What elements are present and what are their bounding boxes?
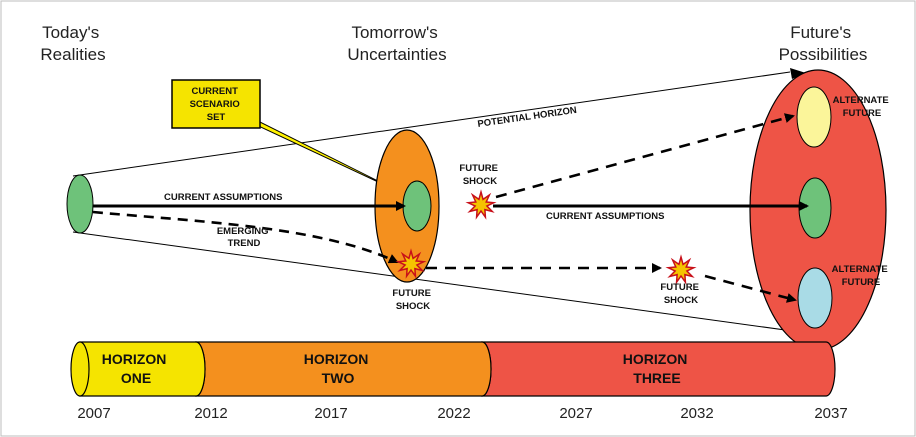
future-shock-burst-top <box>465 189 497 220</box>
future-shock-burst-right <box>665 254 697 285</box>
shock-to-alternate-bottom-arrow <box>704 274 797 303</box>
current-future-ellipse <box>798 177 832 239</box>
heading-tomorrow: Tomorrow's Uncertainties <box>347 23 446 64</box>
potential-horizon-label: POTENTIAL HORIZON <box>477 105 578 130</box>
cone-lower-line <box>72 231 808 334</box>
future-shock-label-bottom: FUTURE SHOCK <box>392 288 433 312</box>
year-label: 2017 <box>314 405 347 422</box>
current-assumptions-label-right: CURRENT ASSUMPTIONS <box>546 211 664 222</box>
year-label: 2037 <box>814 405 847 422</box>
future-shock-burst-middle <box>395 248 427 279</box>
current-scenario-set-callout <box>171 79 261 129</box>
horizon-one-body <box>79 341 206 397</box>
year-label: 2012 <box>194 405 227 422</box>
horizon-three-label: HORIZON THREE <box>623 351 691 386</box>
today-reality-ellipse <box>66 174 94 234</box>
horizon-one-cap <box>70 341 90 397</box>
alternate-future-label-bottom: ALTERNATE FUTURE <box>832 264 891 288</box>
shock-to-alternate-top-arrow <box>495 113 795 199</box>
heading-today: Today's Realities <box>40 23 105 64</box>
horizon-one-label: HORIZON ONE <box>102 351 170 386</box>
emerging-trend-arrow <box>92 210 399 264</box>
horizon-three-body <box>481 341 836 397</box>
year-label: 2022 <box>437 405 470 422</box>
horizon-one-cylinder <box>70 341 206 397</box>
current-scenario-ellipse <box>402 180 432 232</box>
current-assumptions-label-left: CURRENT ASSUMPTIONS <box>164 192 282 203</box>
heading-future: Future's Possibilities <box>779 23 868 64</box>
cone-upper-arrowhead <box>790 68 806 79</box>
year-label: 2007 <box>77 405 110 422</box>
horizon-two-body <box>195 341 492 397</box>
future-shock-label-top: FUTURE SHOCK <box>459 163 500 187</box>
cone-upper-line <box>72 71 791 177</box>
emerging-trend-label: EMERGING TREND <box>217 226 271 249</box>
alternate-future-label-top: ALTERNATE FUTURE <box>833 95 892 119</box>
alternate-future-top-ellipse <box>796 86 832 148</box>
alternate-future-bottom-ellipse <box>797 267 833 329</box>
future-shock-label-right: FUTURE SHOCK <box>660 282 701 306</box>
year-label: 2027 <box>559 405 592 422</box>
horizon-two-label: HORIZON TWO <box>304 351 372 386</box>
year-label: 2032 <box>680 405 713 422</box>
callout-text: CURRENT SCENARIO SET <box>190 86 243 123</box>
